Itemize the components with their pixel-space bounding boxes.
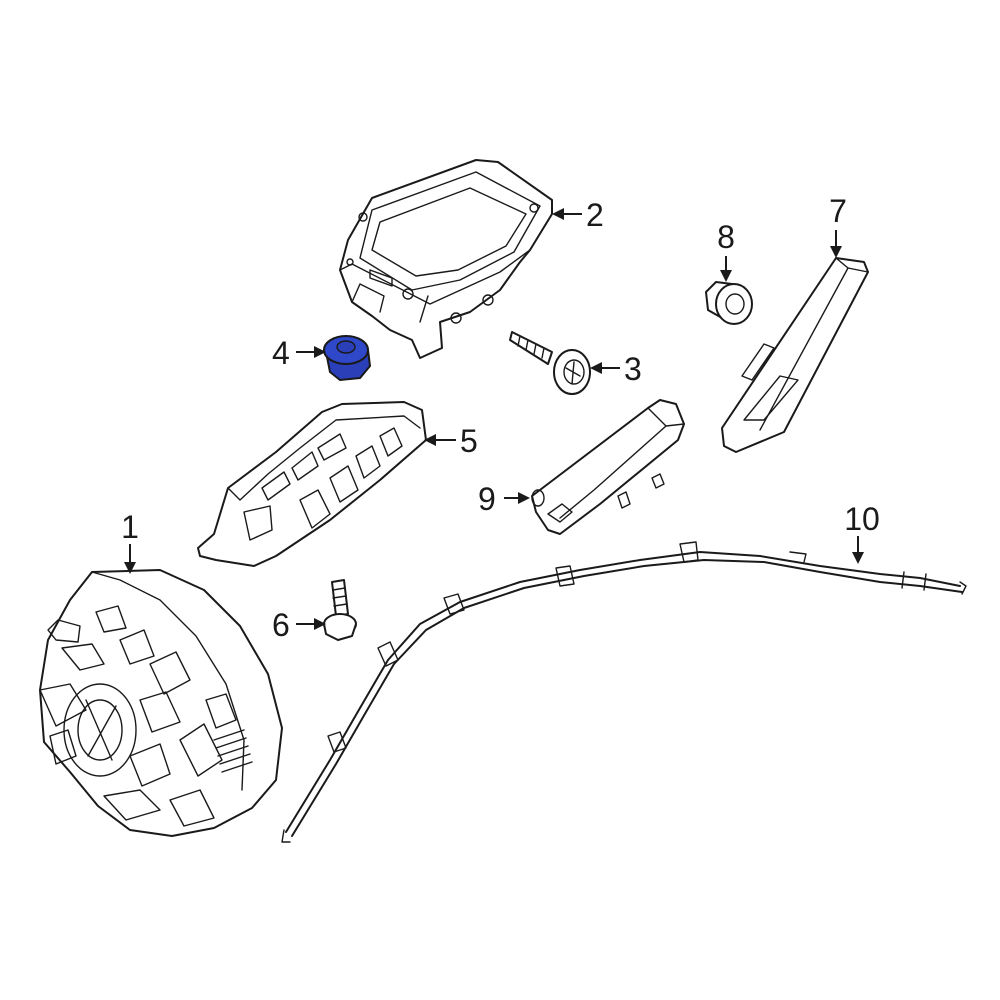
callout-8: 8 (717, 219, 735, 282)
part-4-nut[interactable] (323, 335, 372, 382)
callout-1: 1 (121, 509, 139, 574)
callout-number: 7 (829, 193, 847, 229)
callout-4: 4 (272, 335, 326, 371)
callout-2: 2 (552, 197, 604, 233)
callout-number: 8 (717, 219, 735, 255)
part-7-side-airbag[interactable] (721, 257, 869, 453)
callout-number: 1 (121, 509, 139, 545)
part-8-flange-nut[interactable] (705, 281, 753, 325)
callout-number: 9 (478, 481, 496, 517)
callout-number: 5 (460, 423, 478, 459)
callout-7: 7 (829, 193, 847, 258)
callout-5: 5 (424, 423, 478, 459)
part-1-driver-airbag[interactable] (39, 569, 283, 837)
part-6-bolt[interactable] (323, 579, 357, 641)
part-9-module[interactable] (531, 399, 685, 535)
part-5-knee-airbag[interactable] (197, 401, 427, 567)
callout-3: 3 (590, 351, 642, 387)
callout-number: 4 (272, 335, 290, 371)
callout-6: 6 (272, 607, 326, 643)
part-2-airbag-module[interactable] (339, 159, 553, 359)
callout-number: 6 (272, 607, 290, 643)
callout-number: 2 (586, 197, 604, 233)
callout-number: 10 (844, 501, 880, 537)
part-3-screw[interactable] (509, 331, 591, 395)
callout-9: 9 (478, 481, 530, 517)
callout-10: 10 (844, 501, 880, 564)
part-10-harness[interactable] (281, 541, 967, 843)
callout-number: 3 (624, 351, 642, 387)
